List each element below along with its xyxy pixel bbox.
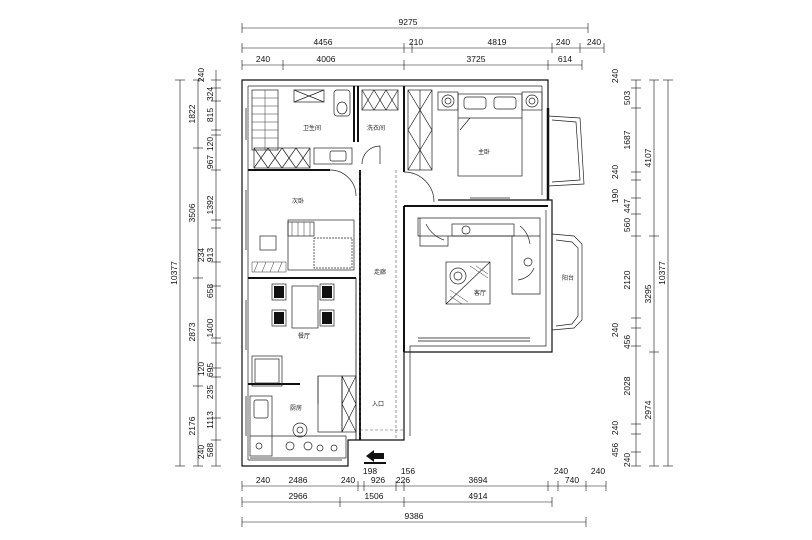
shoe-cabinet — [341, 375, 357, 433]
dim-right-mid-1: 4107 — [643, 148, 653, 167]
dim-right-inner-13: 456 — [610, 443, 620, 457]
dim-left-inner-3: 815 — [205, 108, 215, 122]
balcony-upper — [547, 115, 585, 187]
room-label-balcony: 阳台 — [562, 274, 574, 282]
dim-bottom-1-1: 198 — [363, 466, 377, 476]
dim-left-inner-9: 658 — [205, 284, 215, 298]
dim-left-inner-7: 234 — [196, 248, 206, 262]
dim-right-inner-5: 190 — [610, 189, 620, 203]
dim-right-inner-14: 240 — [622, 453, 632, 467]
dim-left-inner-12: 695 — [205, 363, 215, 377]
dim-top-2-5: 240 — [587, 37, 601, 47]
dim-top-2-2: 210 — [409, 37, 423, 47]
dim-left-inner-11: 120 — [196, 362, 206, 376]
dim-right-inner-2: 503 — [622, 91, 632, 105]
dim-left-inner-13: 235 — [205, 385, 215, 399]
dim-bottom-1-2: 156 — [401, 466, 415, 476]
left-dimensions: 10377 1822 3506 2873 2176 240 324 815 12… — [169, 68, 221, 467]
dim-right-inner-10: 456 — [622, 335, 632, 349]
dim-left-mid-4: 2176 — [187, 416, 197, 435]
second-bedroom-furniture — [251, 169, 357, 273]
dim-bottom-2-5: 226 — [396, 475, 410, 485]
dim-left-inner-1: 240 — [196, 68, 206, 82]
dim-right-inner-11: 2028 — [622, 376, 632, 395]
dim-right-inner-3: 1687 — [622, 130, 632, 149]
master-bed — [437, 91, 543, 199]
dim-top-3-1: 240 — [256, 54, 270, 64]
dim-top-2-4: 240 — [556, 37, 570, 47]
dim-right-inner-9: 240 — [610, 323, 620, 337]
dim-left-inner-2: 324 — [205, 87, 215, 101]
room-label-entrance: 入口 — [372, 401, 384, 408]
dim-bottom-2-1: 240 — [256, 475, 270, 485]
entrance-arrow-icon — [364, 450, 386, 464]
dim-bottom-2-6: 3694 — [469, 475, 488, 485]
room-label-laundry: 洗衣间 — [367, 124, 385, 132]
dim-right-overall: 10377 — [657, 261, 667, 285]
dim-left-inner-10: 1400 — [205, 318, 215, 337]
dim-left-mid-1: 1822 — [187, 104, 197, 123]
top-dimensions: 9275 4456 210 4819 240 240 240 4006 3725… — [241, 17, 605, 70]
dim-left-overall: 10377 — [169, 261, 179, 285]
room-label-corridor: 走廊 — [374, 268, 386, 276]
dim-bottom-2-4: 926 — [371, 475, 385, 485]
dim-left-inner-16: 240 — [196, 445, 206, 459]
room-label-kitchen: 厨房 — [290, 404, 302, 412]
dim-top-2-3: 4819 — [488, 37, 507, 47]
dim-bottom-3-3: 4914 — [469, 491, 488, 501]
dim-left-inner-6: 1392 — [205, 195, 215, 214]
dim-right-inner-8: 2120 — [622, 270, 632, 289]
right-dimensions: 240 503 1687 240 190 447 560 2120 240 45… — [610, 69, 673, 467]
dim-left-mid-2: 3506 — [187, 203, 197, 222]
dim-bottom-2-2: 2486 — [289, 475, 308, 485]
dim-right-mid-2: 3295 — [643, 284, 653, 303]
dim-top-3-2: 4006 — [317, 54, 336, 64]
laundry-fixtures — [361, 89, 399, 165]
dim-top-overall: 9275 — [399, 17, 418, 27]
living-room-furniture — [417, 217, 541, 305]
dim-right-inner-7: 560 — [622, 218, 632, 232]
guest-bath-fixtures — [251, 89, 351, 151]
dim-left-inner-15: 588 — [205, 443, 215, 457]
wardrobe-upper — [253, 147, 353, 169]
dim-right-inner-6: 447 — [622, 199, 632, 213]
dim-bottom-2-7: 240 — [554, 466, 568, 476]
dim-top-2-1: 4456 — [314, 37, 333, 47]
dim-right-inner-1: 240 — [610, 69, 620, 83]
dim-bottom-overall: 9386 — [405, 511, 424, 521]
corridor-outline — [359, 170, 404, 440]
dim-right-mid-3: 2974 — [643, 400, 653, 419]
dim-top-3-3: 3725 — [467, 54, 486, 64]
room-label-living-room: 客厅 — [474, 289, 486, 297]
master-wardrobe — [403, 89, 435, 203]
dim-top-3-4: 614 — [558, 54, 572, 64]
dim-left-inner-8: 913 — [205, 248, 215, 262]
balcony-lower — [551, 233, 583, 331]
dim-right-inner-12: 240 — [610, 421, 620, 435]
dim-bottom-2-9: 240 — [591, 466, 605, 476]
dim-left-inner-5: 967 — [205, 155, 215, 169]
room-label-second-bedroom: 次卧 — [292, 197, 304, 205]
dining-furniture — [271, 283, 335, 329]
dim-left-inner-4: 120 — [205, 137, 215, 151]
bottom-dimensions: 198 156 240 2486 240 926 226 3694 240 74… — [241, 466, 607, 527]
exterior-walls — [241, 79, 553, 467]
dim-right-inner-4: 240 — [610, 165, 620, 179]
room-label-master-bedroom: 主卧 — [478, 148, 490, 156]
dim-bottom-3-1: 2966 — [289, 491, 308, 501]
kitchen-fixtures — [249, 355, 347, 459]
dim-bottom-2-8: 740 — [565, 475, 579, 485]
room-label-dining: 餐厅 — [298, 332, 310, 340]
windows — [241, 108, 530, 436]
room-label-guest-bath: 卫生间 — [303, 124, 321, 132]
dim-left-mid-3: 2873 — [187, 322, 197, 341]
dim-left-inner-14: 1113 — [205, 411, 215, 429]
dim-bottom-3-2: 1506 — [365, 491, 384, 501]
dim-bottom-2-3: 240 — [341, 475, 355, 485]
